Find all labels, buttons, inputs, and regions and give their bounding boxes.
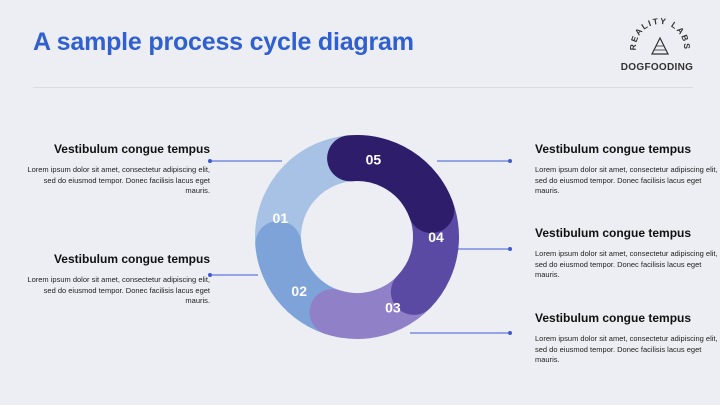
text-block-3: Vestibulum congue tempus Lorem ipsum dol… [535, 142, 720, 197]
step-number: 02 [291, 283, 307, 299]
block-body: Lorem ipsum dolor sit amet, consectetur … [27, 165, 210, 195]
text-block-4: Vestibulum congue tempus Lorem ipsum dol… [535, 226, 720, 281]
block-body: Lorem ipsum dolor sit amet, consectetur … [27, 275, 210, 305]
logo-caption: DOGFOODING [620, 62, 694, 73]
connector-block-3 [437, 159, 512, 163]
connector-block-1 [208, 159, 282, 163]
step-marker-01: 01 [273, 210, 289, 226]
step-marker-04: 04 [428, 229, 444, 245]
block-body: Lorem ipsum dolor sit amet, consectetur … [535, 334, 718, 364]
text-block-5: Vestibulum congue tempus Lorem ipsum dol… [535, 311, 720, 366]
reality-labs-logo: REALITY LABS [628, 18, 691, 55]
text-block-2: Vestibulum congue tempus Lorem ipsum dol… [20, 252, 210, 307]
block-body: Lorem ipsum dolor sit amet, consectetur … [535, 165, 718, 195]
connector-block-4 [450, 247, 512, 251]
text-block-1: Vestibulum congue tempus Lorem ipsum dol… [20, 142, 210, 197]
step-marker-05: 05 [366, 152, 382, 168]
connector-block-5 [410, 331, 512, 335]
page-title: A sample process cycle diagram [33, 28, 414, 56]
header-divider [33, 87, 693, 88]
step-marker-02: 02 [291, 283, 307, 299]
block-heading: Vestibulum congue tempus [535, 226, 692, 240]
step-number: 03 [385, 299, 401, 315]
block-body: Lorem ipsum dolor sit amet, consectetur … [535, 249, 718, 279]
step-number: 01 [273, 210, 289, 226]
connector-block-2 [208, 273, 258, 277]
step-number: 04 [428, 229, 444, 245]
block-heading: Vestibulum congue tempus [535, 142, 692, 156]
step-number: 05 [366, 152, 382, 168]
block-heading: Vestibulum congue tempus [53, 142, 210, 156]
block-heading: Vestibulum congue tempus [53, 252, 210, 266]
block-heading: Vestibulum congue tempus [535, 311, 692, 325]
cycle-segment-05 [327, 135, 455, 233]
step-marker-03: 03 [385, 299, 401, 315]
